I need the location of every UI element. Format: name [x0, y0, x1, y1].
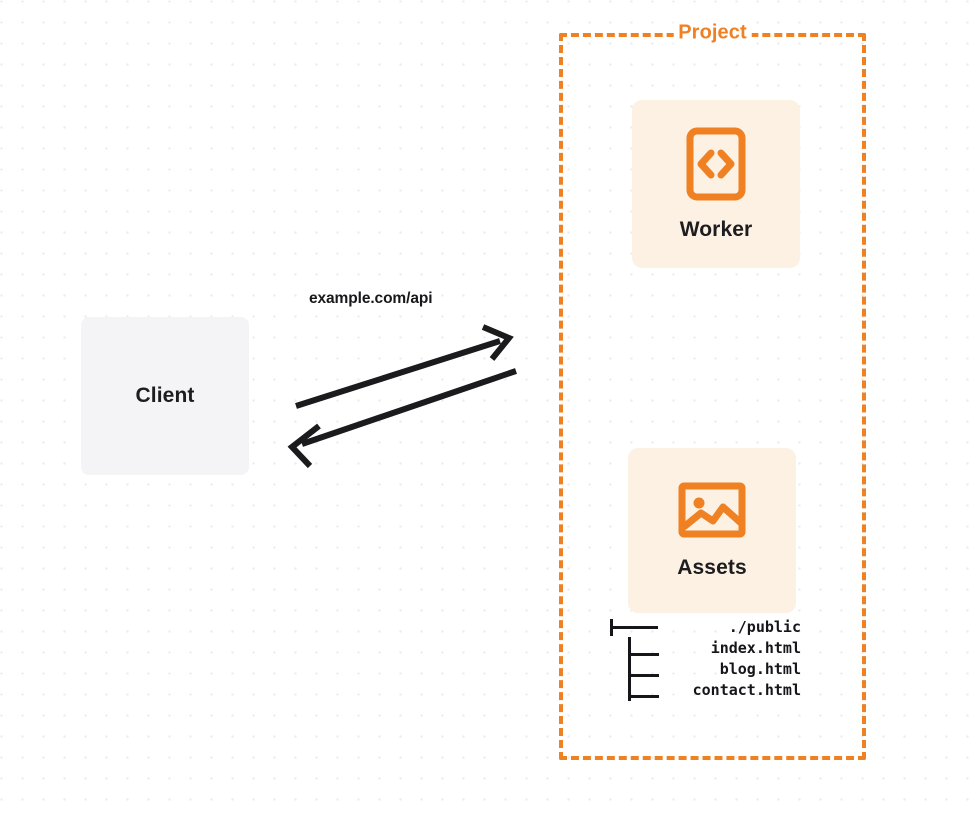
project-group: Project	[559, 21, 866, 760]
worker-card-label: Worker	[679, 217, 753, 241]
assets-card-label: Assets	[677, 556, 747, 579]
code-brackets-icon	[686, 127, 746, 206]
tree-row: ./public	[600, 617, 801, 638]
tree-row: contact.html	[600, 679, 801, 701]
assets-card[interactable]: Assets	[628, 448, 796, 613]
tree-row: index.html	[600, 637, 801, 659]
tree-branch-child-icon	[600, 679, 662, 701]
tree-item-label: ./public	[728, 618, 801, 636]
client-node[interactable]: Client	[81, 317, 249, 475]
tree-item-label: index.html	[710, 639, 801, 657]
image-photo-icon	[678, 481, 746, 544]
tree-item-label: contact.html	[692, 681, 801, 699]
tree-branch-child-icon	[600, 637, 662, 659]
tree-row: blog.html	[600, 658, 801, 680]
arrow-right-icon	[295, 324, 514, 409]
client-node-label: Client	[135, 384, 195, 407]
arrow-left-icon	[287, 368, 517, 469]
assets-file-tree: ./public index.html blog.html contact.ht…	[600, 617, 801, 701]
tree-branch-child-icon	[600, 658, 662, 680]
tree-branch-root-icon	[600, 617, 662, 638]
worker-card[interactable]: Worker	[632, 100, 800, 268]
tree-item-label: blog.html	[719, 660, 801, 678]
edge-label-url: example.com/api	[309, 290, 433, 307]
project-group-title: Project	[673, 21, 752, 45]
